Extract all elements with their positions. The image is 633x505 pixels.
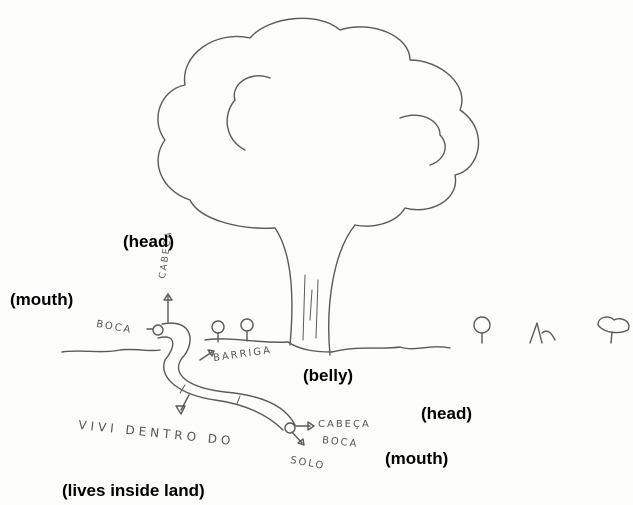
- earthworm-outer: [162, 323, 295, 425]
- canopy-inner-line-right: [400, 115, 445, 165]
- trunk-base: [288, 342, 332, 352]
- tree-canopy: [158, 18, 479, 228]
- ground-line-left: [62, 349, 160, 352]
- tree-trunk-right: [329, 225, 355, 355]
- cloud-bush-stem: [611, 332, 612, 343]
- canopy-inner-line: [227, 76, 270, 150]
- bark-line: [303, 275, 305, 340]
- label-head-top: (head): [123, 232, 174, 252]
- label-mouth-right: (mouth): [385, 449, 448, 469]
- bark-line: [316, 280, 318, 338]
- handwritten-cabeca-right: CABEÇA: [318, 419, 371, 430]
- bark-line: [310, 290, 312, 320]
- shrub-3: [474, 317, 490, 333]
- tree-trunk-left: [275, 228, 292, 345]
- shrub-2: [241, 319, 253, 331]
- ground-line-right: [332, 347, 450, 352]
- shrub-1: [212, 321, 224, 333]
- label-mouth-left: (mouth): [10, 290, 73, 310]
- label-head-right: (head): [421, 404, 472, 424]
- worm-segment: [237, 396, 240, 404]
- earthworm-head-left: [153, 325, 163, 335]
- earthworm-head-right: [285, 423, 295, 433]
- arrow-down-belly: [181, 395, 189, 410]
- grass-tuft: [530, 323, 555, 343]
- cloud-bush: [598, 317, 629, 333]
- label-belly: (belly): [303, 366, 353, 386]
- label-lives-inside-land: (lives inside land): [62, 481, 205, 501]
